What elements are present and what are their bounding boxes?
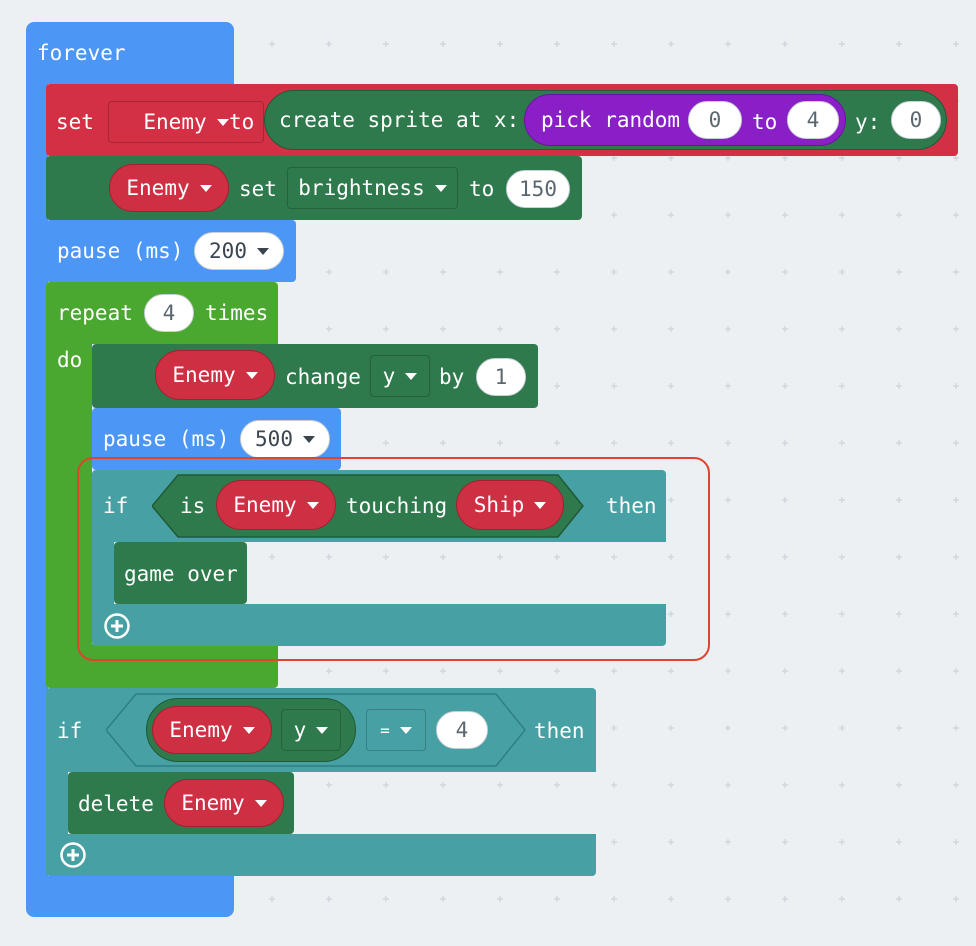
do-label: do [57,348,83,372]
axis-dropdown[interactable]: y [370,355,430,397]
repeat-label: repeat [57,301,133,325]
pause-label: pause (ms) [57,239,184,263]
set-variable-block[interactable]: set Enemy to create sprite at x: pick ra… [46,84,958,156]
if-touching-bottom [92,604,666,646]
property-name: brightness [298,176,425,200]
pick-random-label: pick random [541,108,681,132]
change-y-block[interactable]: Enemy change y by 1 [92,344,538,408]
variable-dropdown[interactable]: Enemy [108,101,264,143]
repeat-spine: do [46,344,92,644]
dropdown-caret-icon [405,372,418,380]
game-over-block[interactable]: game over [114,542,247,604]
touching-label: touching [346,494,448,518]
random-min-input[interactable]: 0 [688,101,742,139]
dropdown-caret-icon [534,501,547,509]
delete-label: delete [78,792,154,816]
dropdown-caret-icon [399,726,412,734]
sprite-dropdown[interactable]: Enemy [109,164,229,212]
sprite-name: Enemy [126,176,190,200]
dropdown-caret-icon [316,726,329,734]
pause-dropdown[interactable]: 500 [240,420,330,458]
sprite-dropdown[interactable]: Enemy [164,779,284,827]
game-over-label: game over [124,562,238,586]
if-label: if [57,719,83,743]
target-name: Ship [473,493,525,517]
property-dropdown[interactable]: y [281,709,341,751]
axis-name: y [382,364,396,388]
if-touching-block[interactable]: if is Enemy touching Ship then [92,470,666,542]
dropdown-caret-icon [216,118,229,126]
sprite-dropdown[interactable]: Enemy [152,706,272,754]
brightness-input[interactable]: 150 [506,170,570,208]
if-position-spine [46,772,68,834]
y-label: y: [855,110,881,134]
to-label: to [469,177,495,201]
add-circle-icon[interactable] [60,842,86,868]
dropdown-caret-icon [434,184,447,192]
pause-label: pause (ms) [103,427,230,451]
dropdown-caret-icon [306,501,319,509]
sprite-dropdown[interactable]: Enemy [155,350,275,400]
set-brightness-block[interactable]: Enemy set brightness to 150 [46,156,582,220]
set-label: set [239,177,277,201]
highlight-box [77,457,710,661]
if-position-block[interactable]: if Enemy y = 4 then [46,688,596,772]
if-touching-spine [92,542,114,604]
dropdown-caret-icon [199,184,212,192]
delete-sprite-block[interactable]: delete Enemy [68,772,294,834]
pause-value: 500 [255,427,293,451]
y-input[interactable]: 0 [891,101,941,139]
add-circle-icon[interactable] [104,613,130,639]
dropdown-caret-icon [242,726,255,734]
times-label: times [205,301,269,325]
repeat-count-input[interactable]: 4 [144,294,194,332]
pause-block-2[interactable]: pause (ms) 500 [92,408,341,470]
repeat-block[interactable]: repeat 4 times [46,282,278,344]
then-label: then [606,494,657,518]
set-label: set [56,110,94,134]
then-label: then [534,719,585,743]
random-to-label: to [752,110,778,134]
by-label: by [439,365,465,389]
dropdown-caret-icon [245,371,258,379]
forever-block[interactable]: forever [26,22,234,84]
pause-block-1[interactable]: pause (ms) 200 [46,220,296,282]
change-value-input[interactable]: 1 [476,358,526,396]
dropdown-caret-icon [256,247,269,255]
sprite-dropdown[interactable]: Enemy [216,480,336,530]
variable-name: Enemy [143,110,207,134]
if-position-bottom [46,834,596,876]
sprite-name: Enemy [181,791,245,815]
to-label: to [229,110,255,134]
create-sprite-label: create sprite at x: [279,108,520,132]
sprite-name: Enemy [233,493,297,517]
property-name: y [293,718,307,742]
random-max-input[interactable]: 4 [787,101,839,139]
target-dropdown[interactable]: Ship [456,480,564,530]
if-label: if [103,494,129,518]
dropdown-caret-icon [302,435,315,443]
change-label: change [285,365,361,389]
operator-dropdown[interactable]: = [366,709,426,751]
dropdown-caret-icon [254,799,267,807]
is-label: is [180,494,206,518]
forever-label: forever [37,41,126,65]
sprite-name: Enemy [169,718,233,742]
sprite-name: Enemy [172,363,236,387]
operator-symbol: = [380,720,390,740]
forever-spine [26,84,48,884]
property-dropdown[interactable]: brightness [287,167,458,209]
compare-value-input[interactable]: 4 [436,711,488,749]
pause-dropdown[interactable]: 200 [194,232,284,270]
pause-value: 200 [209,239,247,263]
forever-bottom [26,876,234,917]
